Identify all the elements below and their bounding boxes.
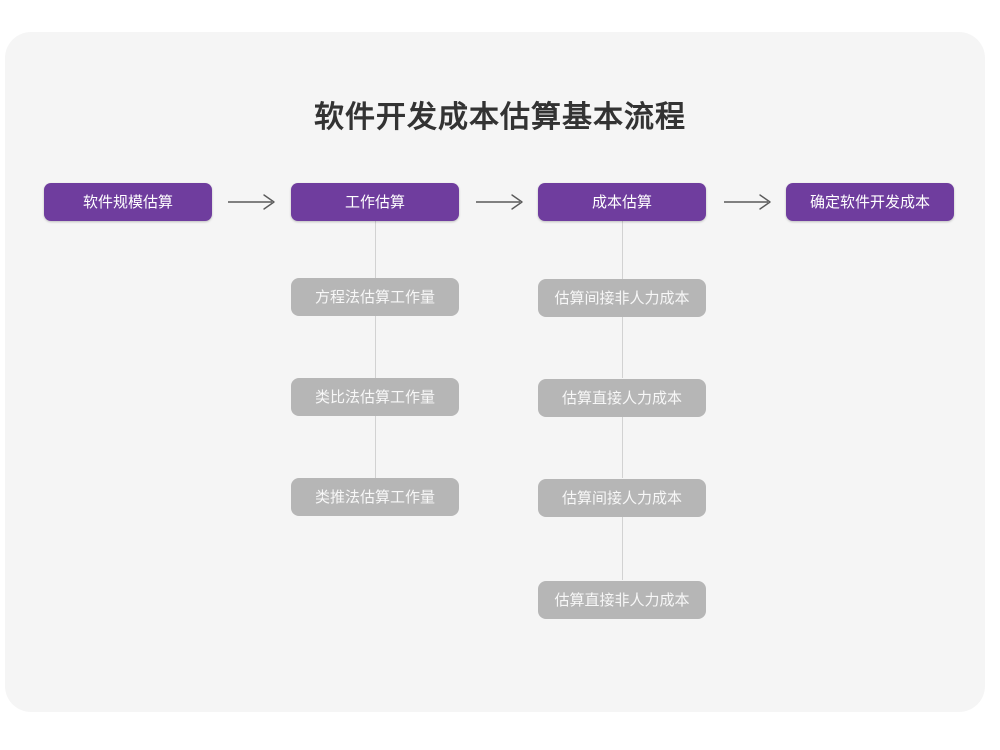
flow-node-effort-1[interactable]: 方程法估算工作量 <box>291 278 459 316</box>
diagram-panel <box>5 32 985 712</box>
arrow-right-icon-3 <box>724 190 776 214</box>
connector-line-cost-3 <box>622 417 623 478</box>
connector-line-effort-2 <box>375 316 376 378</box>
connector-line-cost-1 <box>622 221 623 297</box>
flow-node-cost-3[interactable]: 估算间接人力成本 <box>538 479 706 517</box>
flow-node-step-4[interactable]: 确定软件开发成本 <box>786 183 954 221</box>
flow-node-step-2[interactable]: 工作估算 <box>291 183 459 221</box>
flow-node-step-1[interactable]: 软件规模估算 <box>44 183 212 221</box>
flow-node-effort-2[interactable]: 类比法估算工作量 <box>291 378 459 416</box>
page-title: 软件开发成本估算基本流程 <box>314 101 686 134</box>
connector-line-effort-1 <box>375 221 376 296</box>
flow-node-step-3[interactable]: 成本估算 <box>538 183 706 221</box>
flow-node-cost-1[interactable]: 估算间接非人力成本 <box>538 279 706 317</box>
connector-line-cost-2 <box>622 317 623 378</box>
connector-line-effort-3 <box>375 416 376 478</box>
flow-node-cost-4[interactable]: 估算直接非人力成本 <box>538 581 706 619</box>
flow-node-effort-3[interactable]: 类推法估算工作量 <box>291 478 459 516</box>
connector-line-cost-4 <box>622 517 623 580</box>
arrow-right-icon-2 <box>476 190 528 214</box>
flow-node-cost-2[interactable]: 估算直接人力成本 <box>538 379 706 417</box>
arrow-right-icon-1 <box>228 190 280 214</box>
